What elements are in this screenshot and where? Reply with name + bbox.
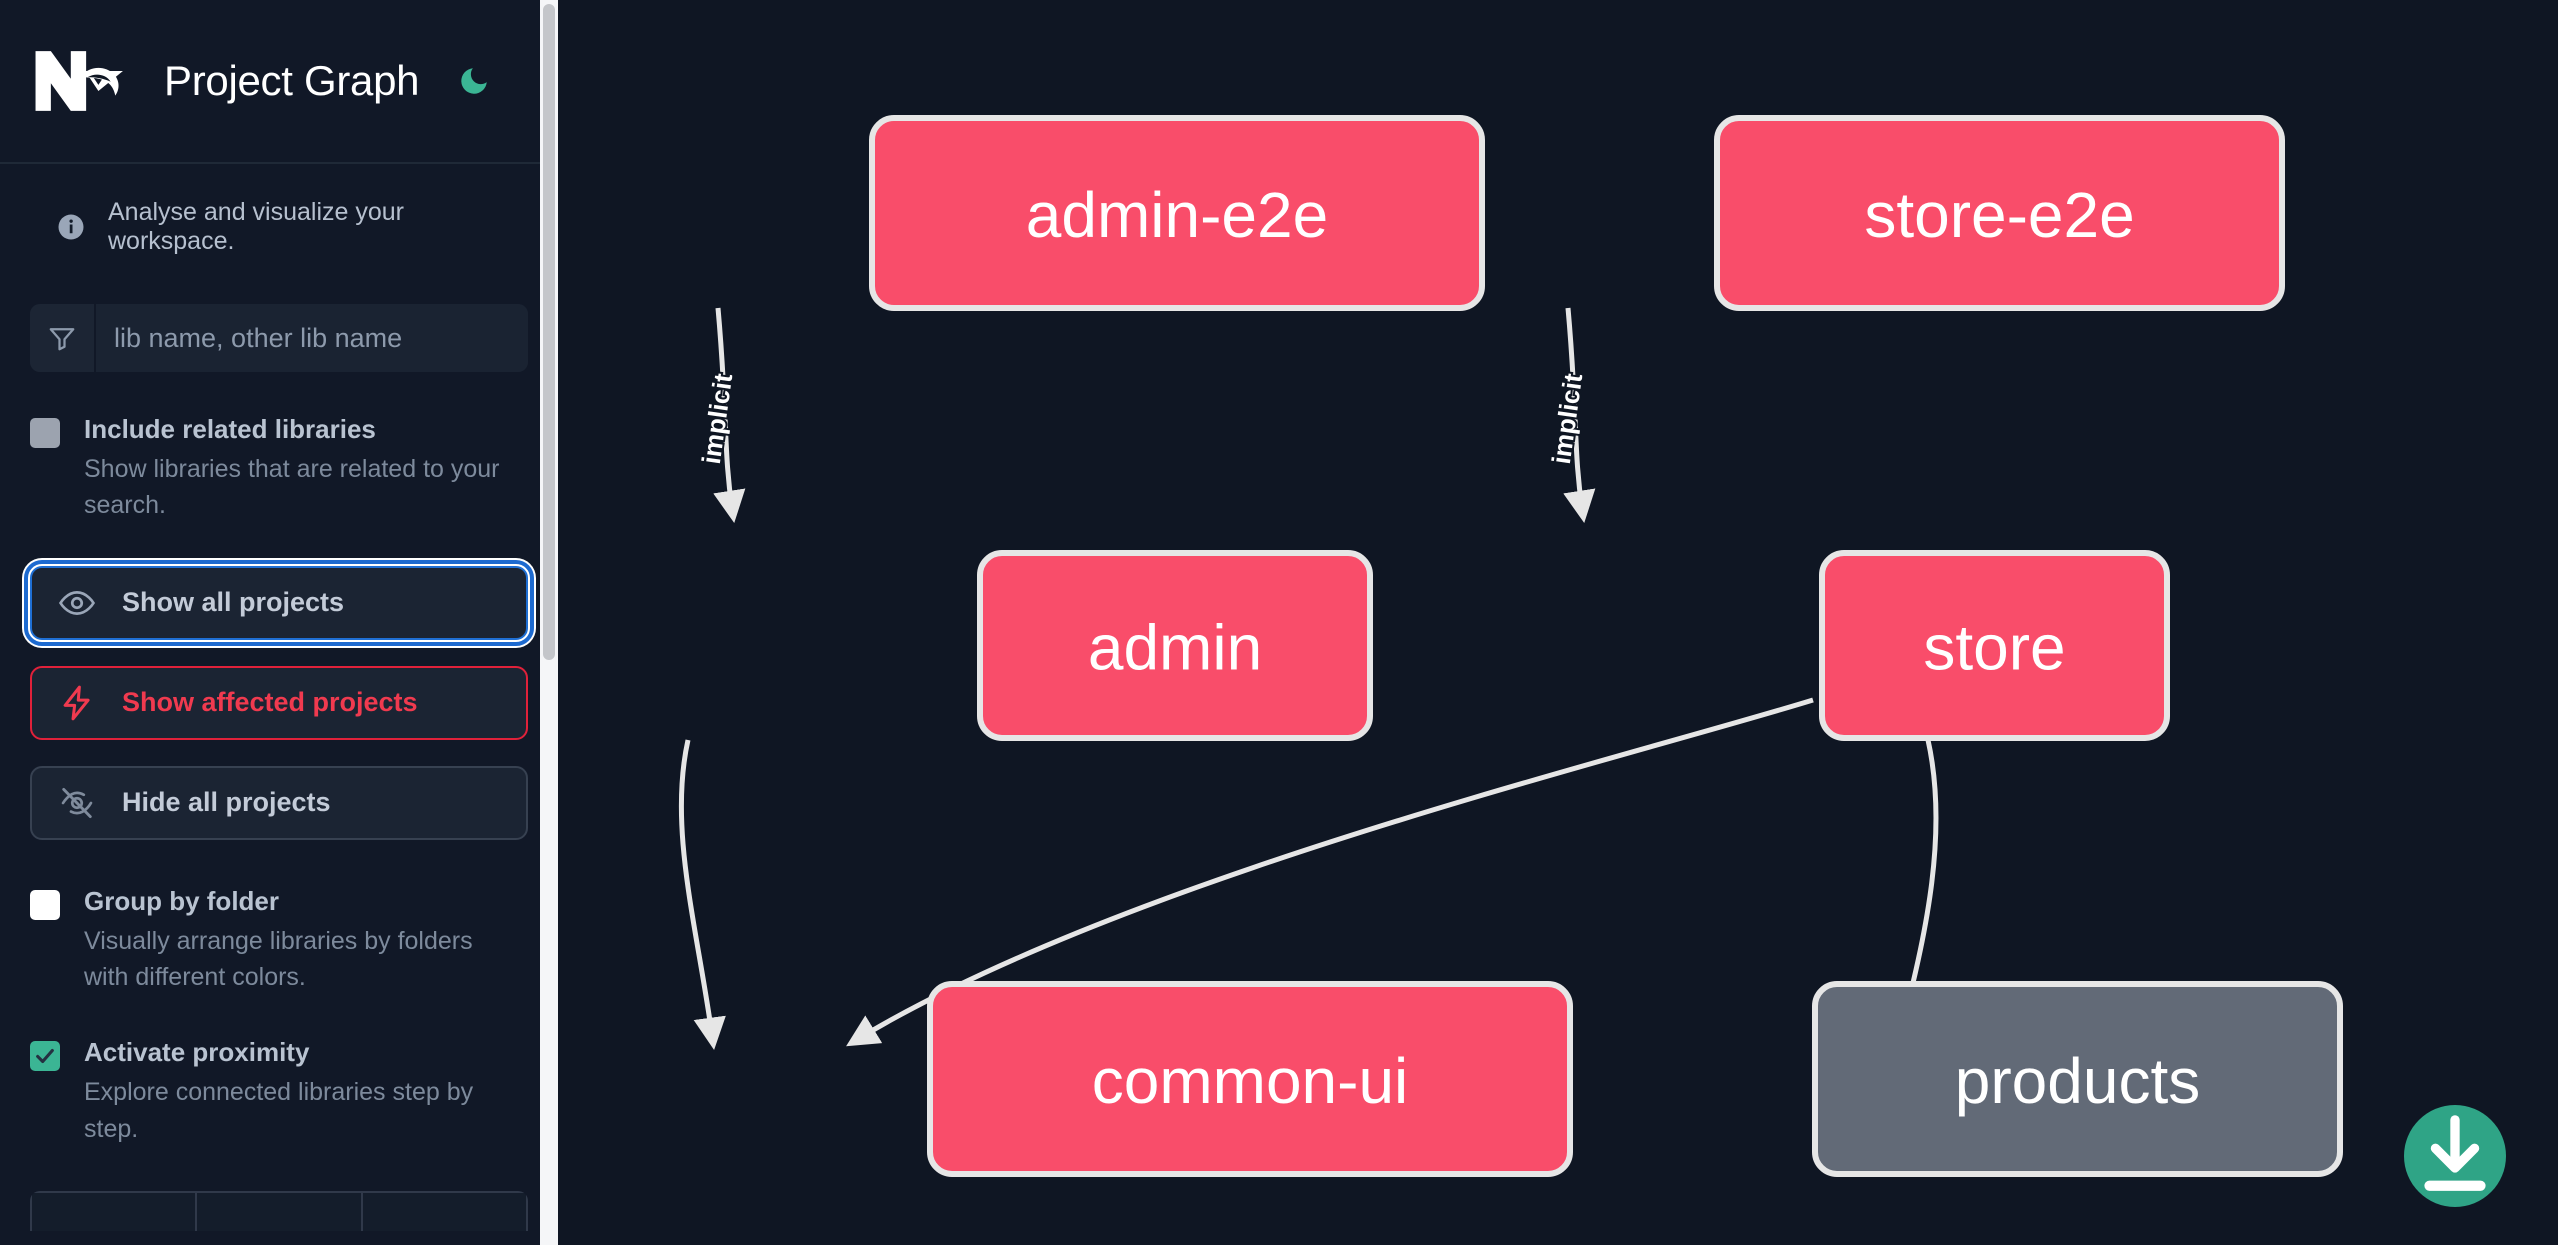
show-affected-projects-label: Show affected projects (122, 687, 418, 718)
segment-2[interactable] (197, 1190, 363, 1231)
filter-icon (30, 304, 96, 372)
download-button[interactable] (2404, 1105, 2506, 1207)
option-title: Activate proximity (84, 1037, 310, 1068)
lightning-icon (58, 684, 96, 722)
option-description: Visually arrange libraries by folders wi… (84, 926, 473, 991)
graph-node-admin[interactable]: admin (977, 550, 1373, 741)
graph-canvas[interactable]: admin-e2e store-e2e admin store common-ui pro… (558, 0, 2558, 1245)
show-all-projects-label: Show all projects (122, 587, 345, 618)
visibility-button-group: Show all projects Show affected projects (24, 559, 534, 840)
sidebar-tagline: Analyse and visualize your workspace. (0, 164, 558, 256)
checkbox-group-by-folder[interactable] (30, 889, 60, 920)
graph-nodes: admin-e2e store-e2e admin store common-ui pro… (869, 115, 2343, 1177)
option-group-by-folder[interactable]: Group by folder Visually arrange librari… (30, 884, 528, 996)
show-all-projects-button[interactable]: Show all projects (24, 559, 534, 646)
sidebar-body: Include related libraries Show libraries… (0, 304, 558, 1231)
search-input[interactable] (96, 304, 528, 372)
graph-node-admin-e2e[interactable]: admin-e2e (869, 115, 1485, 311)
sidebar-header: Project Graph (0, 0, 558, 164)
edge-admin-to-common-ui (678, 739, 726, 1051)
page-title: Project Graph (164, 57, 420, 104)
option-description: Show libraries that are related to your … (84, 455, 500, 520)
display-options: Group by folder Visually arrange librari… (30, 884, 528, 1147)
graph-node-rect[interactable] (977, 550, 1373, 741)
graph-node-products[interactable]: products (1812, 981, 2343, 1177)
edge-label-implicit-admin: implicit (696, 371, 738, 466)
sidebar: Project Graph Analyse and visualize your… (0, 0, 558, 1245)
download-icon (2424, 1115, 2486, 1191)
segment-3[interactable] (362, 1190, 528, 1231)
hide-all-projects-label: Hide all projects (122, 787, 331, 818)
graph-node-label: admin (1088, 612, 1262, 684)
sidebar-tagline-text: Analyse and visualize your workspace. (108, 198, 404, 255)
segment-1[interactable] (30, 1190, 198, 1231)
graph-node-label: store (1923, 612, 2065, 684)
nx-logo-icon (34, 48, 126, 114)
graph-node-rect[interactable] (1819, 550, 2170, 741)
sidebar-scrollbar-thumb[interactable] (543, 4, 555, 660)
checkbox-activate-proximity[interactable] (30, 1041, 60, 1072)
checkbox-include-related-libraries[interactable] (30, 418, 60, 448)
edge-store-e2e-to-store (1563, 307, 1596, 524)
option-activate-proximity[interactable]: Activate proximity Explore connected lib… (30, 1035, 528, 1147)
graph-edge-labels: implicit implicit (694, 369, 1590, 468)
graph-svg: admin-e2e store-e2e admin store common-ui pro… (678, 115, 2343, 1177)
check-icon (36, 1049, 54, 1064)
eye-off-icon (58, 784, 96, 822)
edge-label-implicit-store: implicit (1546, 371, 1588, 466)
sidebar-scrollbar[interactable] (540, 0, 558, 1245)
moon-icon[interactable] (451, 58, 497, 104)
info-icon (56, 212, 86, 242)
hide-all-projects-button[interactable]: Hide all projects (30, 765, 528, 840)
graph-node-label: common-ui (1092, 1045, 1409, 1117)
show-affected-projects-button[interactable]: Show affected projects (30, 665, 528, 740)
option-title: Include related libraries (84, 414, 376, 444)
graph-node-rect[interactable] (1714, 115, 2285, 311)
graph-node-label: admin-e2e (1026, 179, 1328, 251)
graph-node-rect[interactable] (927, 981, 1573, 1177)
graph-node-store[interactable]: store (1819, 550, 2170, 741)
edge-admin-e2e-to-admin (713, 307, 746, 524)
graph-node-rect[interactable] (1812, 981, 2343, 1177)
graph-node-label: products (1955, 1045, 2200, 1117)
graph-node-store-e2e[interactable]: store-e2e (1714, 115, 2285, 311)
option-include-related-libraries[interactable]: Include related libraries Show libraries… (30, 412, 528, 524)
edge-store-to-common-ui (846, 697, 1814, 1047)
graph-node-rect[interactable] (869, 115, 1485, 311)
eye-icon (58, 584, 96, 622)
graph-node-common-ui[interactable]: common-ui (927, 981, 1573, 1177)
search-row (30, 304, 528, 372)
option-title: Group by folder (84, 885, 279, 916)
graph-node-label: store-e2e (1864, 179, 2134, 251)
segmented-control[interactable] (30, 1190, 528, 1231)
option-description: Explore connected libraries step by step… (84, 1078, 474, 1143)
